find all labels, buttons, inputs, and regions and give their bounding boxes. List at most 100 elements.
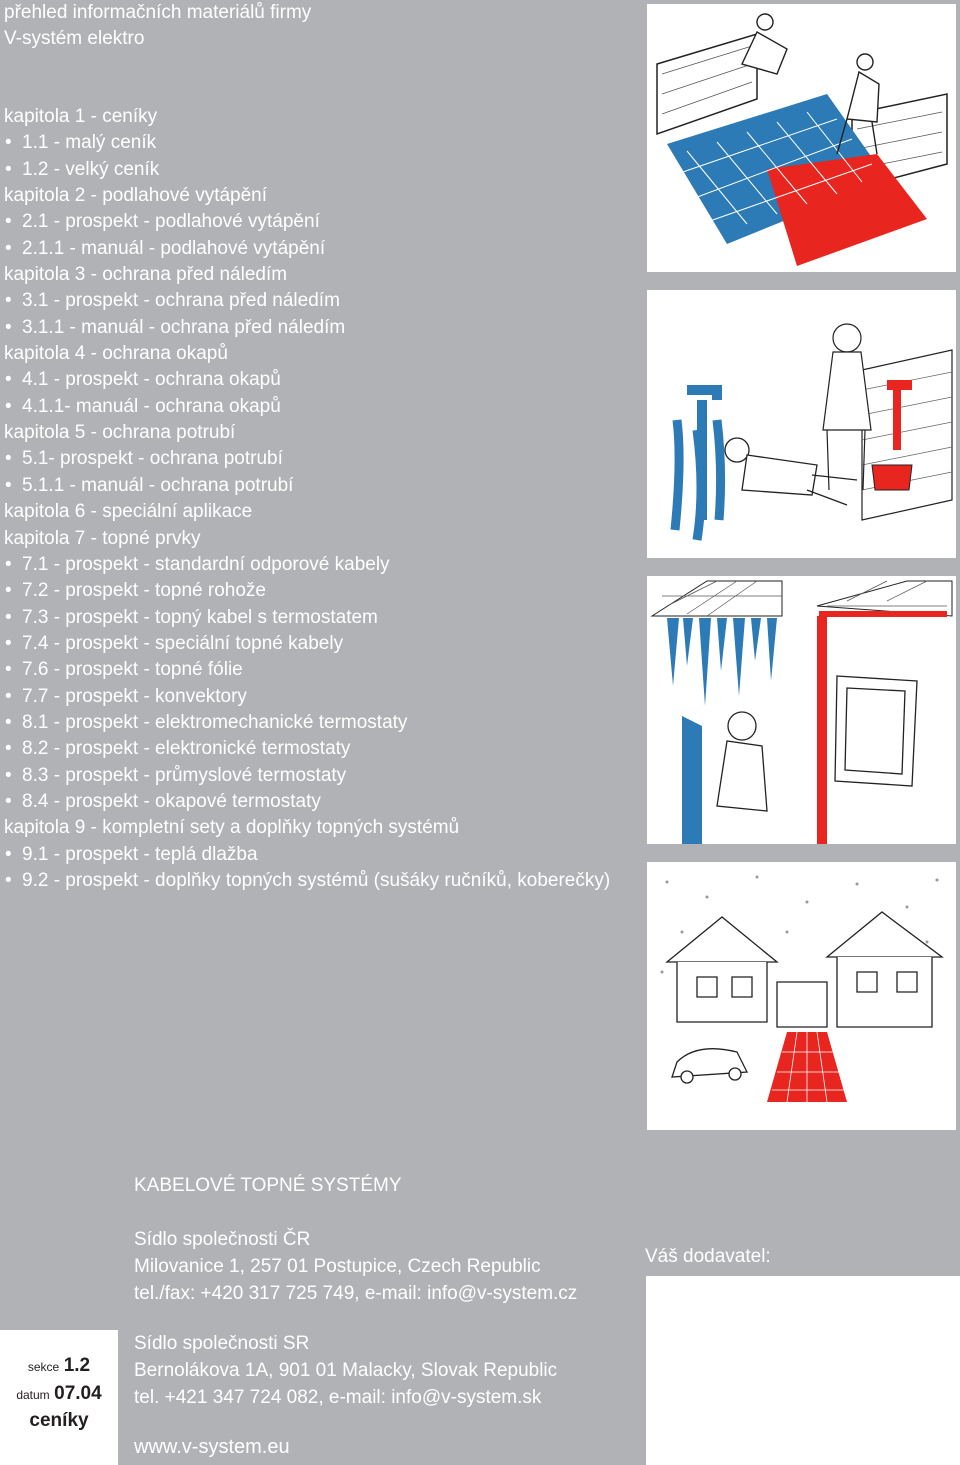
frozen-pipe-illustration [647, 290, 956, 558]
toc-item[interactable]: • 7.2 - prospekt - topné rohože [4, 578, 610, 604]
toc-item[interactable]: • 2.1 - prospekt - podlahové vytápění [4, 209, 610, 235]
toc-item[interactable]: •5.1- prospekt - ochrana potrubí [4, 446, 610, 472]
toc-chapter[interactable]: kapitola 1 - ceníky [4, 104, 610, 130]
address-cz-street: Milovanice 1, 257 01 Postupice, Czech Re… [134, 1256, 541, 1277]
bullet-icon: • [5, 764, 12, 786]
toc-entry-text: 2.1 - prospekt - podlahové vytápění [22, 211, 320, 233]
address-sk-contact: tel. +421 347 724 082, e-mail: info@v-sy… [134, 1387, 542, 1408]
toc-item[interactable]: • 1.2 - velký ceník [4, 157, 610, 183]
toc-item[interactable]: • 8.2 - prospekt - elektronické termostat… [4, 736, 610, 762]
address-cz: Sídlo společnosti ČR Milovanice 1, 257 0… [134, 1226, 577, 1307]
date-label: datum [16, 1388, 50, 1402]
bullet-icon: • [5, 790, 12, 812]
toc-item[interactable]: • 3.1 - prospekt - ochrana před náledím [4, 288, 610, 314]
toc-entry-text: 7.1 - prospekt - standardní odporové kab… [22, 553, 390, 575]
toc-entry-text: 8.2 - prospekt - elektronické termostaty [22, 738, 351, 760]
bullet-icon: • [5, 843, 12, 865]
toc-entry-text: 8.1 - prospekt - elektromechanické termo… [22, 711, 408, 733]
bathroom-illustration-svg [656, 13, 948, 266]
bullet-icon: • [5, 211, 12, 233]
bullet-icon: • [5, 316, 12, 338]
toc-chapter[interactable]: kapitola 9 - kompletní sety a doplňky to… [4, 815, 610, 841]
snowy-houses-illustration-svg [660, 875, 944, 1103]
toc-chapter[interactable]: kapitola 6 - speciální aplikace [4, 499, 610, 525]
toc-item[interactable]: • 9.2 - prospekt - doplňky topných systém… [4, 868, 610, 894]
toc-entry-text: kapitola 5 - ochrana potrubí [4, 422, 236, 444]
bullet-icon: • [5, 369, 12, 391]
toc-entry-text: 5.1.1 - manuál - ochrana potrubí [22, 474, 294, 496]
bullet-icon: • [5, 237, 12, 259]
date-row: datum 07.04 [0, 1383, 118, 1405]
toc-entry-text: 5.1- prospekt - ochrana potrubí [22, 448, 283, 470]
toc-item[interactable]: •1.1 - malý ceník [4, 130, 610, 156]
toc-entry-text: 7.7 - prospekt - konvektory [22, 685, 247, 707]
toc-entry-text: 3.1 - prospekt - ochrana před náledím [22, 290, 340, 312]
toc-item[interactable]: • 8.3 - prospekt - průmyslové termostaty [4, 763, 610, 789]
toc-entry-text: 7.6 - prospekt - topné fólie [22, 659, 243, 681]
supplier-label: Váš dodavatel: [645, 1246, 771, 1267]
bullet-icon: • [5, 606, 12, 628]
toc-item[interactable]: • 7.3 - prospekt - topný kabel s termosta… [4, 605, 610, 631]
address-sk-heading: Sídlo společnosti SR [134, 1333, 310, 1354]
bullet-icon: • [5, 738, 12, 760]
toc-entry-text: kapitola 7 - topné prvky [4, 527, 201, 549]
toc-item[interactable]: • 3.1.1 - manuál - ochrana před náledím [4, 315, 610, 341]
toc-chapter[interactable]: kapitola 5 - ochrana potrubí [4, 420, 610, 446]
bullet-icon: • [5, 395, 12, 417]
toc-entry-text: 8.3 - prospekt - průmyslové termostaty [22, 764, 347, 786]
bullet-icon: • [5, 869, 12, 891]
toc-entry-text: kapitola 3 - ochrana před náledím [4, 264, 288, 286]
bullet-icon: • [5, 553, 12, 575]
table-of-contents: kapitola 1 - ceníky•1.1 - malý ceník•1.2… [4, 104, 610, 894]
toc-chapter[interactable]: kapitola 2 - podlahové vytápění [4, 183, 610, 209]
toc-item[interactable]: • 7.1 - prospekt - standardní odporové ka… [4, 552, 610, 578]
toc-entry-text: 1.1 - malý ceník [22, 132, 157, 154]
toc-entry-text: 9.1 - prospekt - teplá dlažba [22, 843, 258, 865]
bullet-icon: • [5, 290, 12, 312]
toc-entry-text: kapitola 9 - kompletní sety a doplňky to… [4, 817, 460, 839]
icicle-gutter-illustration [647, 576, 956, 844]
toc-item[interactable]: • 7.7 - prospekt - konvektory [4, 684, 610, 710]
toc-entry-text: 7.4 - prospekt - speciální topné kabely [22, 632, 344, 654]
toc-chapter[interactable]: kapitola 4 - ochrana okapů [4, 341, 610, 367]
address-sk: Sídlo společnosti SR Bernolákova 1A, 901… [134, 1330, 557, 1411]
toc-item[interactable]: •4.1 - prospekt - ochrana okapů [4, 367, 610, 393]
toc-entry-text: 7.3 - prospekt - topný kabel s termostat… [22, 606, 378, 628]
company-title: KABELOVÉ TOPNÉ SYSTÉMY [134, 1175, 402, 1196]
toc-entry-text: kapitola 6 - speciální aplikace [4, 501, 253, 523]
toc-chapter[interactable]: kapitola 3 - ochrana před náledím [4, 262, 610, 288]
frozen-pipe-illustration-svg [670, 323, 953, 541]
toc-item[interactable]: • 2.1.1 - manuál - podlahové vytápění [4, 236, 610, 262]
toc-entry-text: 8.4 - prospekt - okapové termostaty [22, 790, 321, 812]
header-line-2: V-systém elektro [4, 28, 145, 49]
toc-item[interactable]: •8.1 - prospekt - elektromechanické term… [4, 710, 610, 736]
address-cz-contact: tel./fax: +420 317 725 749, e-mail: info… [134, 1283, 578, 1304]
bullet-icon: • [5, 580, 12, 602]
bullet-icon: • [5, 158, 12, 180]
toc-entry-text: 7.2 - prospekt - topné rohože [22, 580, 266, 602]
address-cz-heading: Sídlo společnosti ČR [134, 1229, 311, 1250]
toc-entry-text: 9.2 - prospekt - doplňky topných systémů… [22, 869, 611, 891]
toc-item[interactable]: • 7.4 - prospekt - speciální topné kabely [4, 631, 610, 657]
toc-item[interactable]: • 9.1 - prospekt - teplá dlažba [4, 842, 610, 868]
toc-entry-text: kapitola 1 - ceníky [4, 106, 158, 127]
toc-item[interactable]: • 7.6 - prospekt - topné fólie [4, 657, 610, 683]
toc-chapter[interactable]: kapitola 7 - topné prvky [4, 526, 610, 552]
section-name: ceníky [29, 1410, 89, 1431]
toc-entry-text: 4.1.1- manuál - ochrana okapů [22, 395, 281, 417]
bullet-icon: • [5, 632, 12, 654]
section-label: sekce [27, 1360, 60, 1374]
toc-item[interactable]: • 4.1.1- manuál - ochrana okapů [4, 394, 610, 420]
bathroom-floor-heating-illustration [647, 4, 956, 272]
toc-item[interactable]: • 8.4 - prospekt - okapové termostaty [4, 789, 610, 815]
bullet-icon: • [5, 685, 12, 707]
bullet-icon: • [5, 474, 12, 496]
website-link[interactable]: www.v-system.eu [134, 1436, 290, 1458]
bullet-icon: • [5, 659, 12, 681]
section-info-box: sekce 1.2 datum 07.04 ceníky [0, 1330, 118, 1465]
toc-entry-text: 1.2 - velký ceník [22, 158, 160, 180]
toc-entry-text: 2.1.1 - manuál - podlahové vytápění [22, 237, 326, 259]
toc-item[interactable]: • 5.1.1 - manuál - ochrana potrubí [4, 473, 610, 499]
snowy-houses-illustration [647, 862, 956, 1130]
toc-entry-text: 3.1.1 - manuál - ochrana před náledím [22, 316, 346, 338]
